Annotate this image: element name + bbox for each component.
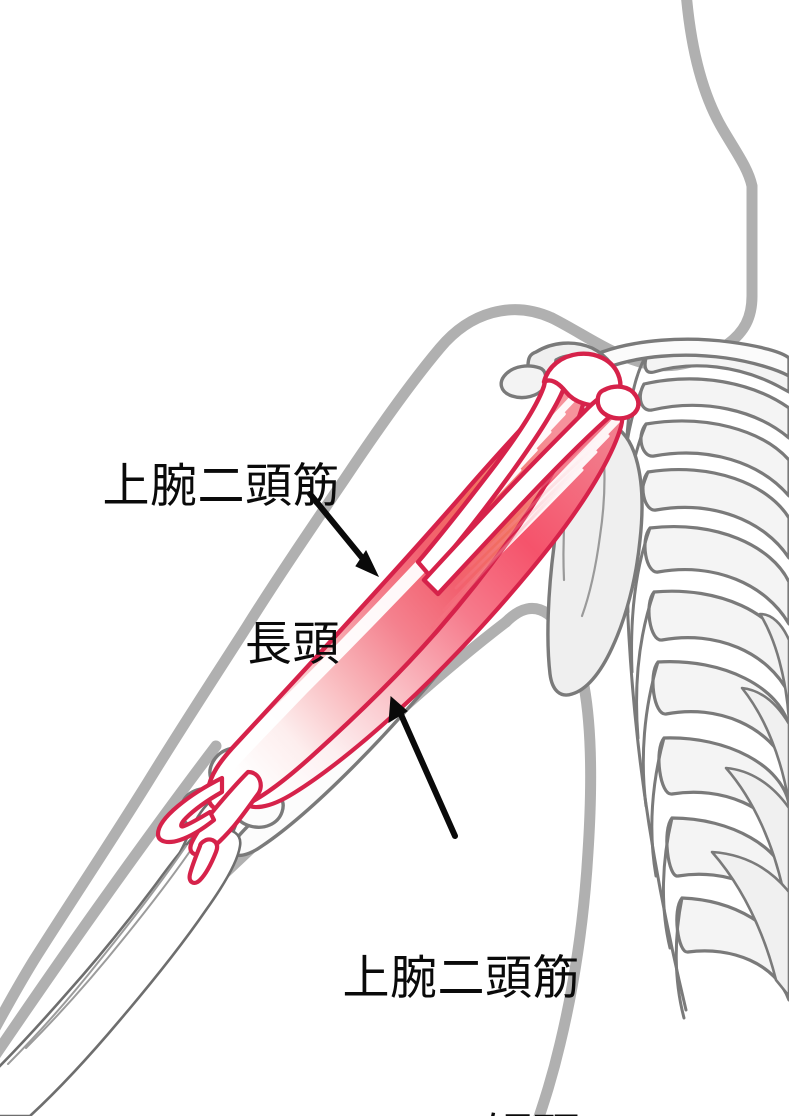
short-head-coracoid-attachment [595, 384, 641, 421]
rib-10 [675, 896, 789, 1002]
tendon-insertion-tip [187, 837, 220, 885]
rib-2 [638, 377, 789, 440]
bicipital-aponeurosis [155, 775, 225, 845]
upper-arm-lateral-outline [0, 304, 558, 1031]
costal-cartilage [710, 612, 789, 998]
label-long-head-line1: 上腕二頭筋 [102, 459, 340, 515]
rib-7 [651, 660, 789, 772]
label-long-head-line2: 長頭 [245, 617, 340, 673]
rib-6 [647, 589, 789, 696]
leader-line-short-head [396, 707, 458, 839]
leader-line-long-head [307, 491, 371, 568]
short-head-tendon [421, 384, 641, 597]
long-head-tendon-band [415, 369, 569, 579]
ulna [0, 828, 242, 1116]
label-short-head-line1: 上腕二頭筋 [342, 951, 580, 1007]
rib-4 [641, 467, 789, 560]
neck-shoulder-outline [546, 0, 758, 372]
rib-3 [639, 419, 789, 498]
label-biceps-long-head: 上腕二頭筋 長頭 [78, 356, 340, 777]
forearm-lateral-outline [0, 740, 222, 1059]
arrowhead-short-head [388, 695, 408, 723]
label-biceps-short-head: 上腕二頭筋 短頭 [322, 848, 580, 1116]
arrowhead-long-head [355, 549, 380, 578]
leader-lines [307, 491, 458, 839]
distal-tendon-group [155, 769, 263, 885]
short-head-tendon-band [421, 392, 621, 597]
rib-5 [643, 525, 789, 626]
label-short-head-line2: 短頭 [322, 1110, 580, 1116]
